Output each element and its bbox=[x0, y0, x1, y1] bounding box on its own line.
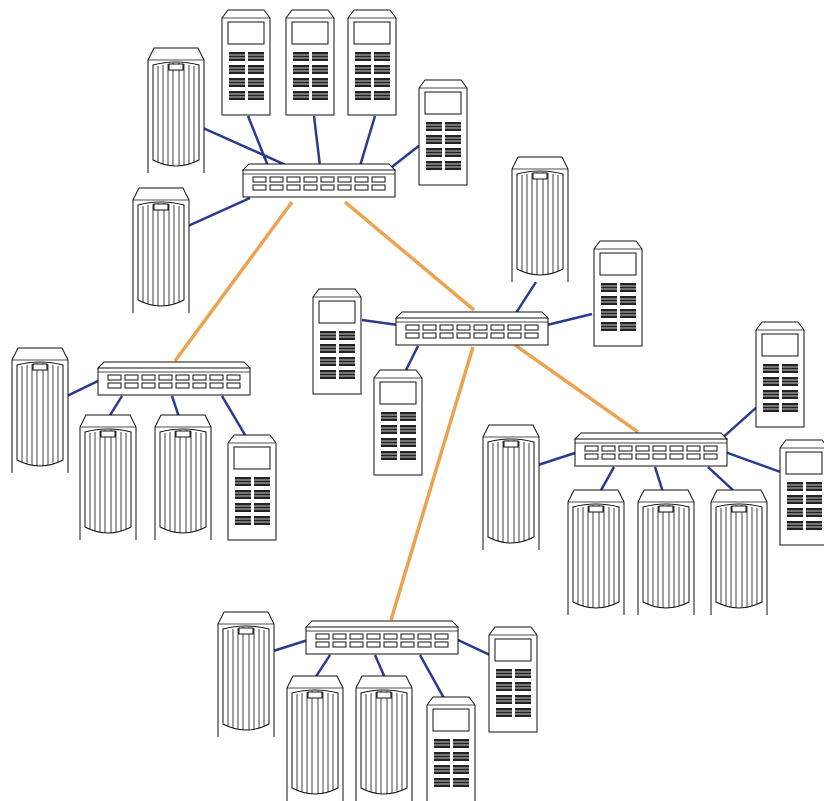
server-tower-icon[interactable] bbox=[147, 47, 205, 174]
workstation-icon[interactable] bbox=[488, 626, 538, 733]
server-tower-icon[interactable] bbox=[132, 187, 190, 314]
workstation-icon[interactable] bbox=[373, 369, 423, 476]
server-tower-icon[interactable] bbox=[355, 675, 413, 801]
server-tower-icon[interactable] bbox=[710, 489, 768, 616]
server-tower-icon[interactable] bbox=[482, 424, 540, 551]
network-switch-icon[interactable] bbox=[574, 432, 728, 467]
backbone-links bbox=[173, 200, 640, 621]
server-tower-icon[interactable] bbox=[217, 611, 275, 738]
workstation-icon[interactable] bbox=[221, 9, 271, 116]
workstation-icon[interactable] bbox=[593, 240, 643, 347]
network-switch-icon[interactable] bbox=[395, 311, 549, 346]
local-links bbox=[66, 115, 787, 701]
workstation-icon[interactable] bbox=[227, 434, 277, 541]
network-switch-icon[interactable] bbox=[305, 620, 459, 655]
network-switch-icon[interactable] bbox=[242, 163, 396, 198]
server-tower-icon[interactable] bbox=[567, 489, 625, 616]
workstation-icon[interactable] bbox=[285, 9, 335, 116]
workstation-icon[interactable] bbox=[347, 9, 397, 116]
workstation-icon[interactable] bbox=[426, 696, 476, 801]
backbone-link bbox=[173, 200, 294, 363]
network-switch-icon[interactable] bbox=[97, 361, 251, 396]
server-tower-icon[interactable] bbox=[637, 489, 695, 616]
server-tower-icon[interactable] bbox=[286, 675, 344, 801]
workstation-icon[interactable] bbox=[755, 321, 805, 428]
workstation-icon[interactable] bbox=[779, 439, 824, 546]
server-tower-icon[interactable] bbox=[11, 347, 69, 474]
server-tower-icon[interactable] bbox=[79, 414, 137, 541]
backbone-link bbox=[513, 343, 640, 434]
backbone-link bbox=[389, 346, 475, 621]
backbone-link bbox=[343, 200, 476, 312]
workstation-icon[interactable] bbox=[418, 79, 468, 186]
workstation-icon[interactable] bbox=[312, 288, 362, 395]
server-tower-icon[interactable] bbox=[154, 414, 212, 541]
server-tower-icon[interactable] bbox=[511, 156, 569, 283]
